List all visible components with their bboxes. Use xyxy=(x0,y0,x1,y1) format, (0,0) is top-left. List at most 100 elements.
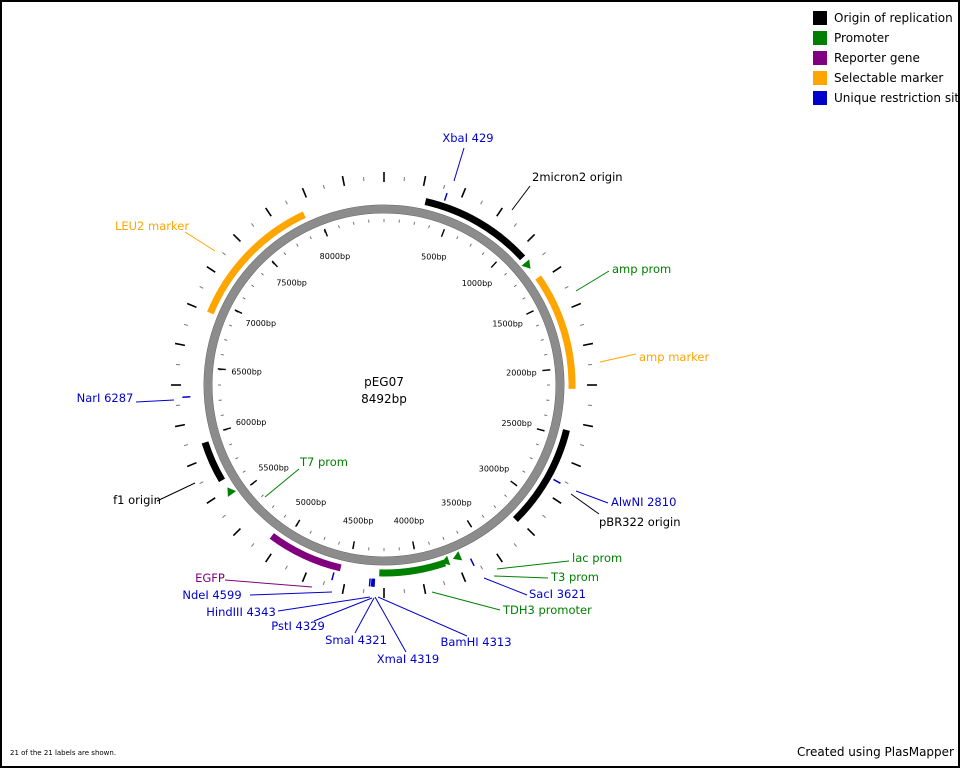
legend-swatch xyxy=(813,71,827,85)
outer-tick xyxy=(174,342,186,347)
label-leader-line xyxy=(493,575,549,579)
restriction-site-markers xyxy=(182,192,561,587)
feature-arcs xyxy=(201,198,576,577)
inner-tick xyxy=(535,443,539,446)
feature-label: BamHI 4313 xyxy=(440,635,511,649)
feature-label: AlwNI 2810 xyxy=(611,495,676,509)
inner-major-tick xyxy=(352,541,355,550)
inner-tick xyxy=(229,443,233,446)
feature-label: HindIII 4343 xyxy=(206,605,276,619)
legend: Origin of replication Promoter Reporter … xyxy=(813,8,960,108)
feature-label: 2micron2 origin xyxy=(532,170,623,184)
inner-tick xyxy=(229,324,233,327)
inner-tick xyxy=(428,225,430,229)
outer-tick xyxy=(301,187,308,198)
legend-item-origin: Origin of replication xyxy=(813,8,960,28)
inner-tick xyxy=(283,514,287,518)
outer-tick xyxy=(564,286,569,289)
inner-tick xyxy=(535,324,539,327)
feature-arc xyxy=(201,441,226,483)
inner-tick xyxy=(428,541,430,545)
inner-tick xyxy=(224,339,228,341)
label-leader-line xyxy=(354,597,375,634)
feature-label: NarI 6287 xyxy=(77,391,134,405)
outer-tick xyxy=(542,514,546,518)
inner-major-tick xyxy=(542,369,551,372)
label-leader-line xyxy=(570,493,600,515)
outer-tick xyxy=(206,265,216,273)
feature-label: PstI 4329 xyxy=(271,619,325,633)
label-leader-line xyxy=(575,490,609,504)
legend-label: Selectable marker xyxy=(834,71,944,85)
inner-major-tick xyxy=(271,260,279,268)
inner-tick xyxy=(413,221,415,225)
outer-tick xyxy=(341,175,346,187)
inner-tick xyxy=(504,494,507,498)
backbone-ring xyxy=(204,205,564,565)
scale-label: 6000bp xyxy=(236,418,267,427)
feature-arc xyxy=(535,275,576,389)
inner-tick xyxy=(540,339,544,341)
inner-tick xyxy=(323,536,326,540)
inner-tick xyxy=(522,297,526,300)
feature-label: XmaI 4319 xyxy=(377,652,439,666)
plasmid-length: 8492bp xyxy=(361,392,407,406)
outer-tick xyxy=(460,187,467,198)
outer-tick xyxy=(251,223,255,227)
outer-tick xyxy=(251,543,255,547)
outer-tick xyxy=(186,461,197,468)
outer-tick xyxy=(564,481,569,484)
legend-item-reporter: Reporter gene xyxy=(813,48,960,68)
outer-tick xyxy=(422,583,427,595)
scale-label: 4000bp xyxy=(394,517,425,526)
scale-label: 7500bp xyxy=(276,279,307,288)
restriction-site-mark xyxy=(469,558,475,567)
outer-tick xyxy=(513,543,517,547)
outer-tick xyxy=(526,527,536,537)
scale-label: 1500bp xyxy=(492,320,523,329)
feature-label: f1 origin xyxy=(113,493,161,507)
label-leader-line xyxy=(431,591,501,611)
label-leader-line xyxy=(374,596,407,653)
inner-scale: 500bp1000bp1500bp2000bp2500bp3000bp3500b… xyxy=(217,219,551,551)
legend-swatch xyxy=(813,31,827,45)
label-leader-line xyxy=(249,591,333,596)
outer-tick xyxy=(513,223,517,227)
label-leader-line xyxy=(599,353,637,363)
restriction-site-mark xyxy=(553,478,561,484)
inner-tick xyxy=(323,230,326,234)
promoter-arrow xyxy=(521,259,531,269)
legend-swatch xyxy=(813,91,827,105)
feature-label: EGFP xyxy=(195,571,225,585)
outer-tick xyxy=(199,481,204,484)
outer-tick xyxy=(186,302,197,309)
outer-tick xyxy=(582,423,594,428)
inner-tick xyxy=(309,236,312,240)
scale-label: 2500bp xyxy=(501,419,532,428)
label-leader-line xyxy=(277,596,371,612)
outer-tick xyxy=(301,572,308,583)
inner-tick xyxy=(456,236,459,240)
inner-tick xyxy=(353,221,355,225)
inner-major-tick xyxy=(222,427,232,431)
feature-label: T7 prom xyxy=(299,455,348,469)
feature-arc xyxy=(269,533,342,572)
outer-tick xyxy=(285,565,288,570)
feature-arc xyxy=(207,211,306,315)
inner-major-tick xyxy=(412,541,415,550)
scale-label: 3500bp xyxy=(441,499,472,508)
inner-tick xyxy=(271,505,275,508)
outer-tick xyxy=(264,553,272,563)
outer-tick xyxy=(222,514,226,518)
inner-tick xyxy=(235,457,239,460)
outer-tick xyxy=(496,207,504,217)
label-leader-line xyxy=(156,482,196,502)
label-leader-line xyxy=(511,185,531,211)
inner-tick xyxy=(338,225,340,229)
inner-tick xyxy=(261,272,264,276)
outer-tick xyxy=(443,581,446,586)
inner-tick xyxy=(338,541,340,545)
labels-shown-note: 21 of the 21 labels are shown. xyxy=(10,749,117,757)
outer-tick xyxy=(526,233,536,243)
